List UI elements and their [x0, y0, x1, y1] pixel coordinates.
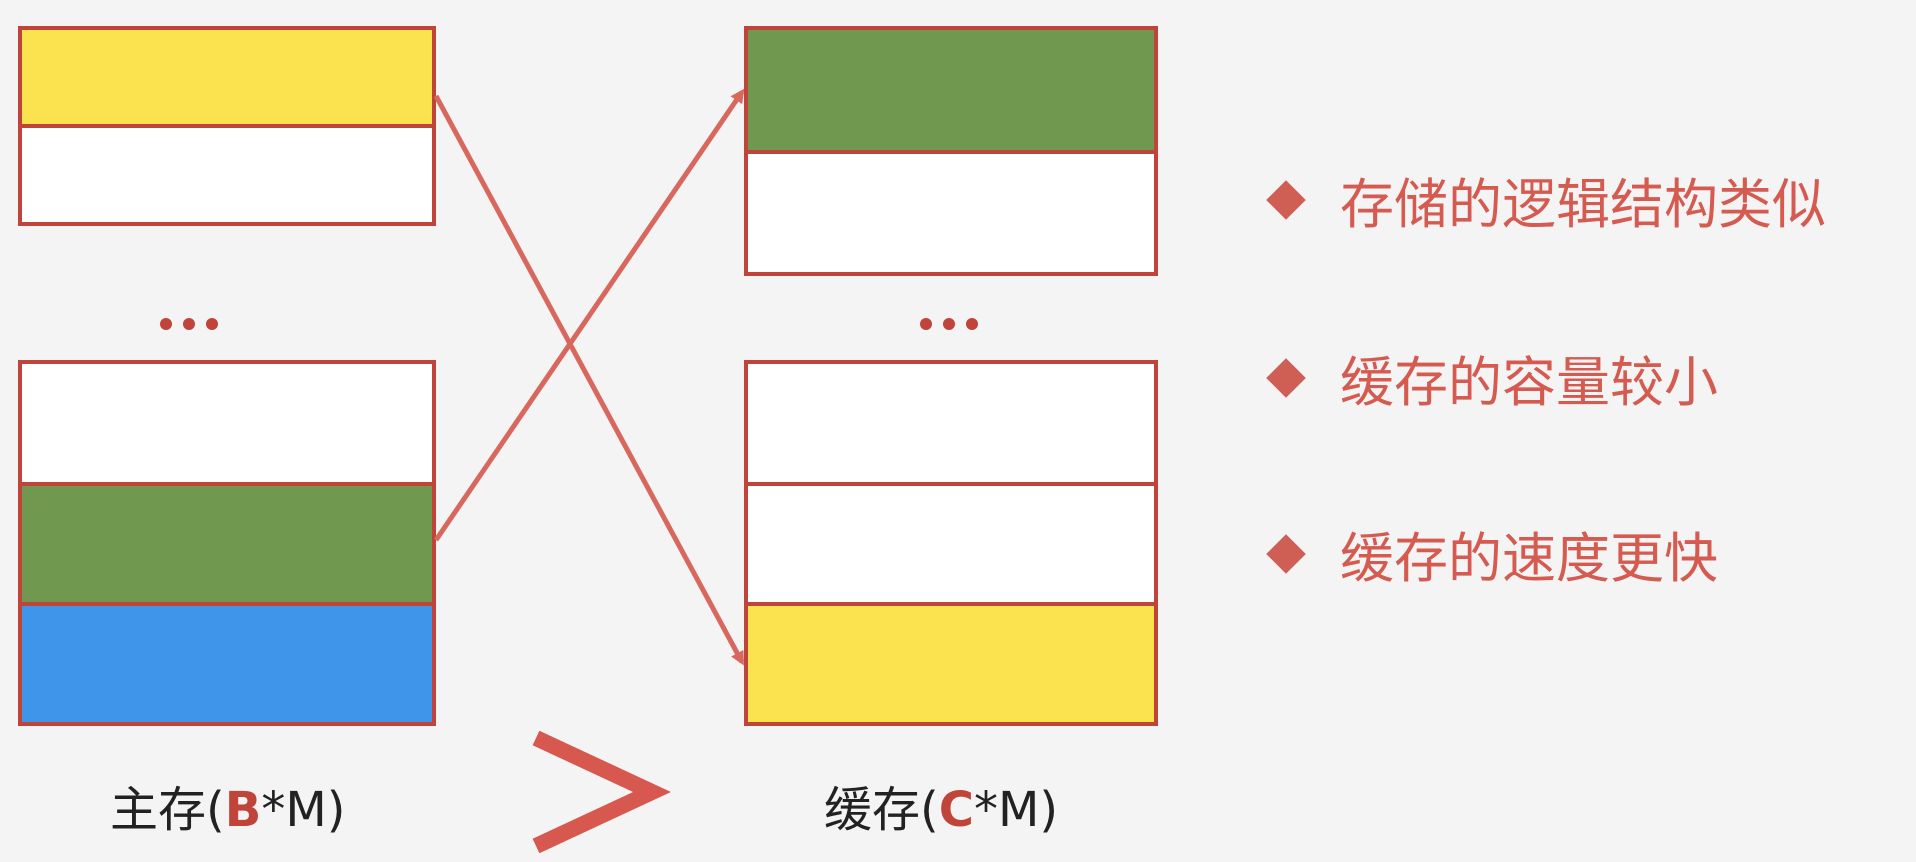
bullet-text-2: 缓存的容量较小	[1340, 351, 1718, 414]
arrow-green-mapping	[433, 88, 745, 542]
cache-block-white-2	[744, 360, 1158, 486]
arrow-yellow-mapping	[433, 94, 745, 666]
bullet-text-1: 存储的逻辑结构类似	[1340, 173, 1826, 236]
cache-block-green	[744, 26, 1158, 154]
cache-label: 缓存(C*M)	[824, 782, 1059, 838]
bullet-item-2: 缓存的容量较小	[1266, 338, 1718, 417]
bullet-item-1: 存储的逻辑结构类似	[1266, 160, 1826, 239]
cache-column: 缓存(C*M)	[744, 0, 1158, 862]
diamond-icon	[1266, 357, 1306, 398]
main-memory-column: 主存(B*M)	[18, 0, 436, 862]
cache-block-white-1	[744, 150, 1158, 276]
greater-than-symbol	[532, 730, 671, 854]
main-ellipsis	[160, 318, 218, 330]
cache-block-yellow	[744, 602, 1158, 726]
bullet-text-3: 缓存的速度更快	[1340, 527, 1718, 590]
cache-ellipsis	[920, 318, 978, 330]
bullet-item-3: 缓存的速度更快	[1266, 514, 1718, 593]
main-block-blue	[18, 602, 436, 726]
main-block-white-1	[18, 124, 436, 226]
diamond-icon	[1266, 179, 1306, 220]
diamond-icon	[1266, 533, 1306, 574]
main-memory-label: 主存(B*M)	[110, 782, 346, 838]
